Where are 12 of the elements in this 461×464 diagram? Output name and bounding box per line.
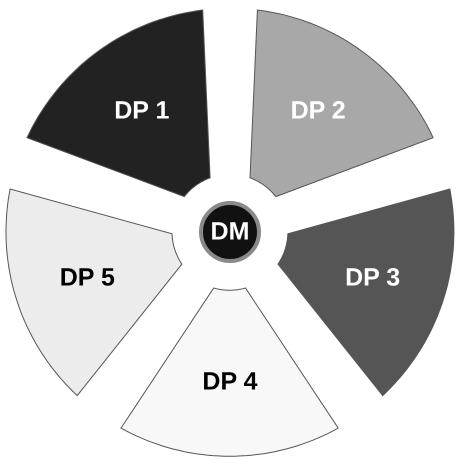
segment: [250, 10, 433, 196]
segment-label: DP 3: [345, 264, 400, 293]
segment: [6, 189, 182, 396]
segment-label: DP 4: [202, 367, 258, 396]
segment-label: DP 5: [60, 264, 115, 293]
segment-label: DP 1: [114, 96, 170, 126]
segment: [26, 10, 210, 196]
segment: [278, 189, 454, 396]
segment-label: DM: [210, 218, 250, 246]
segment: [121, 288, 339, 456]
center-circle: [198, 200, 262, 264]
segment-label: DP 2: [290, 96, 346, 126]
